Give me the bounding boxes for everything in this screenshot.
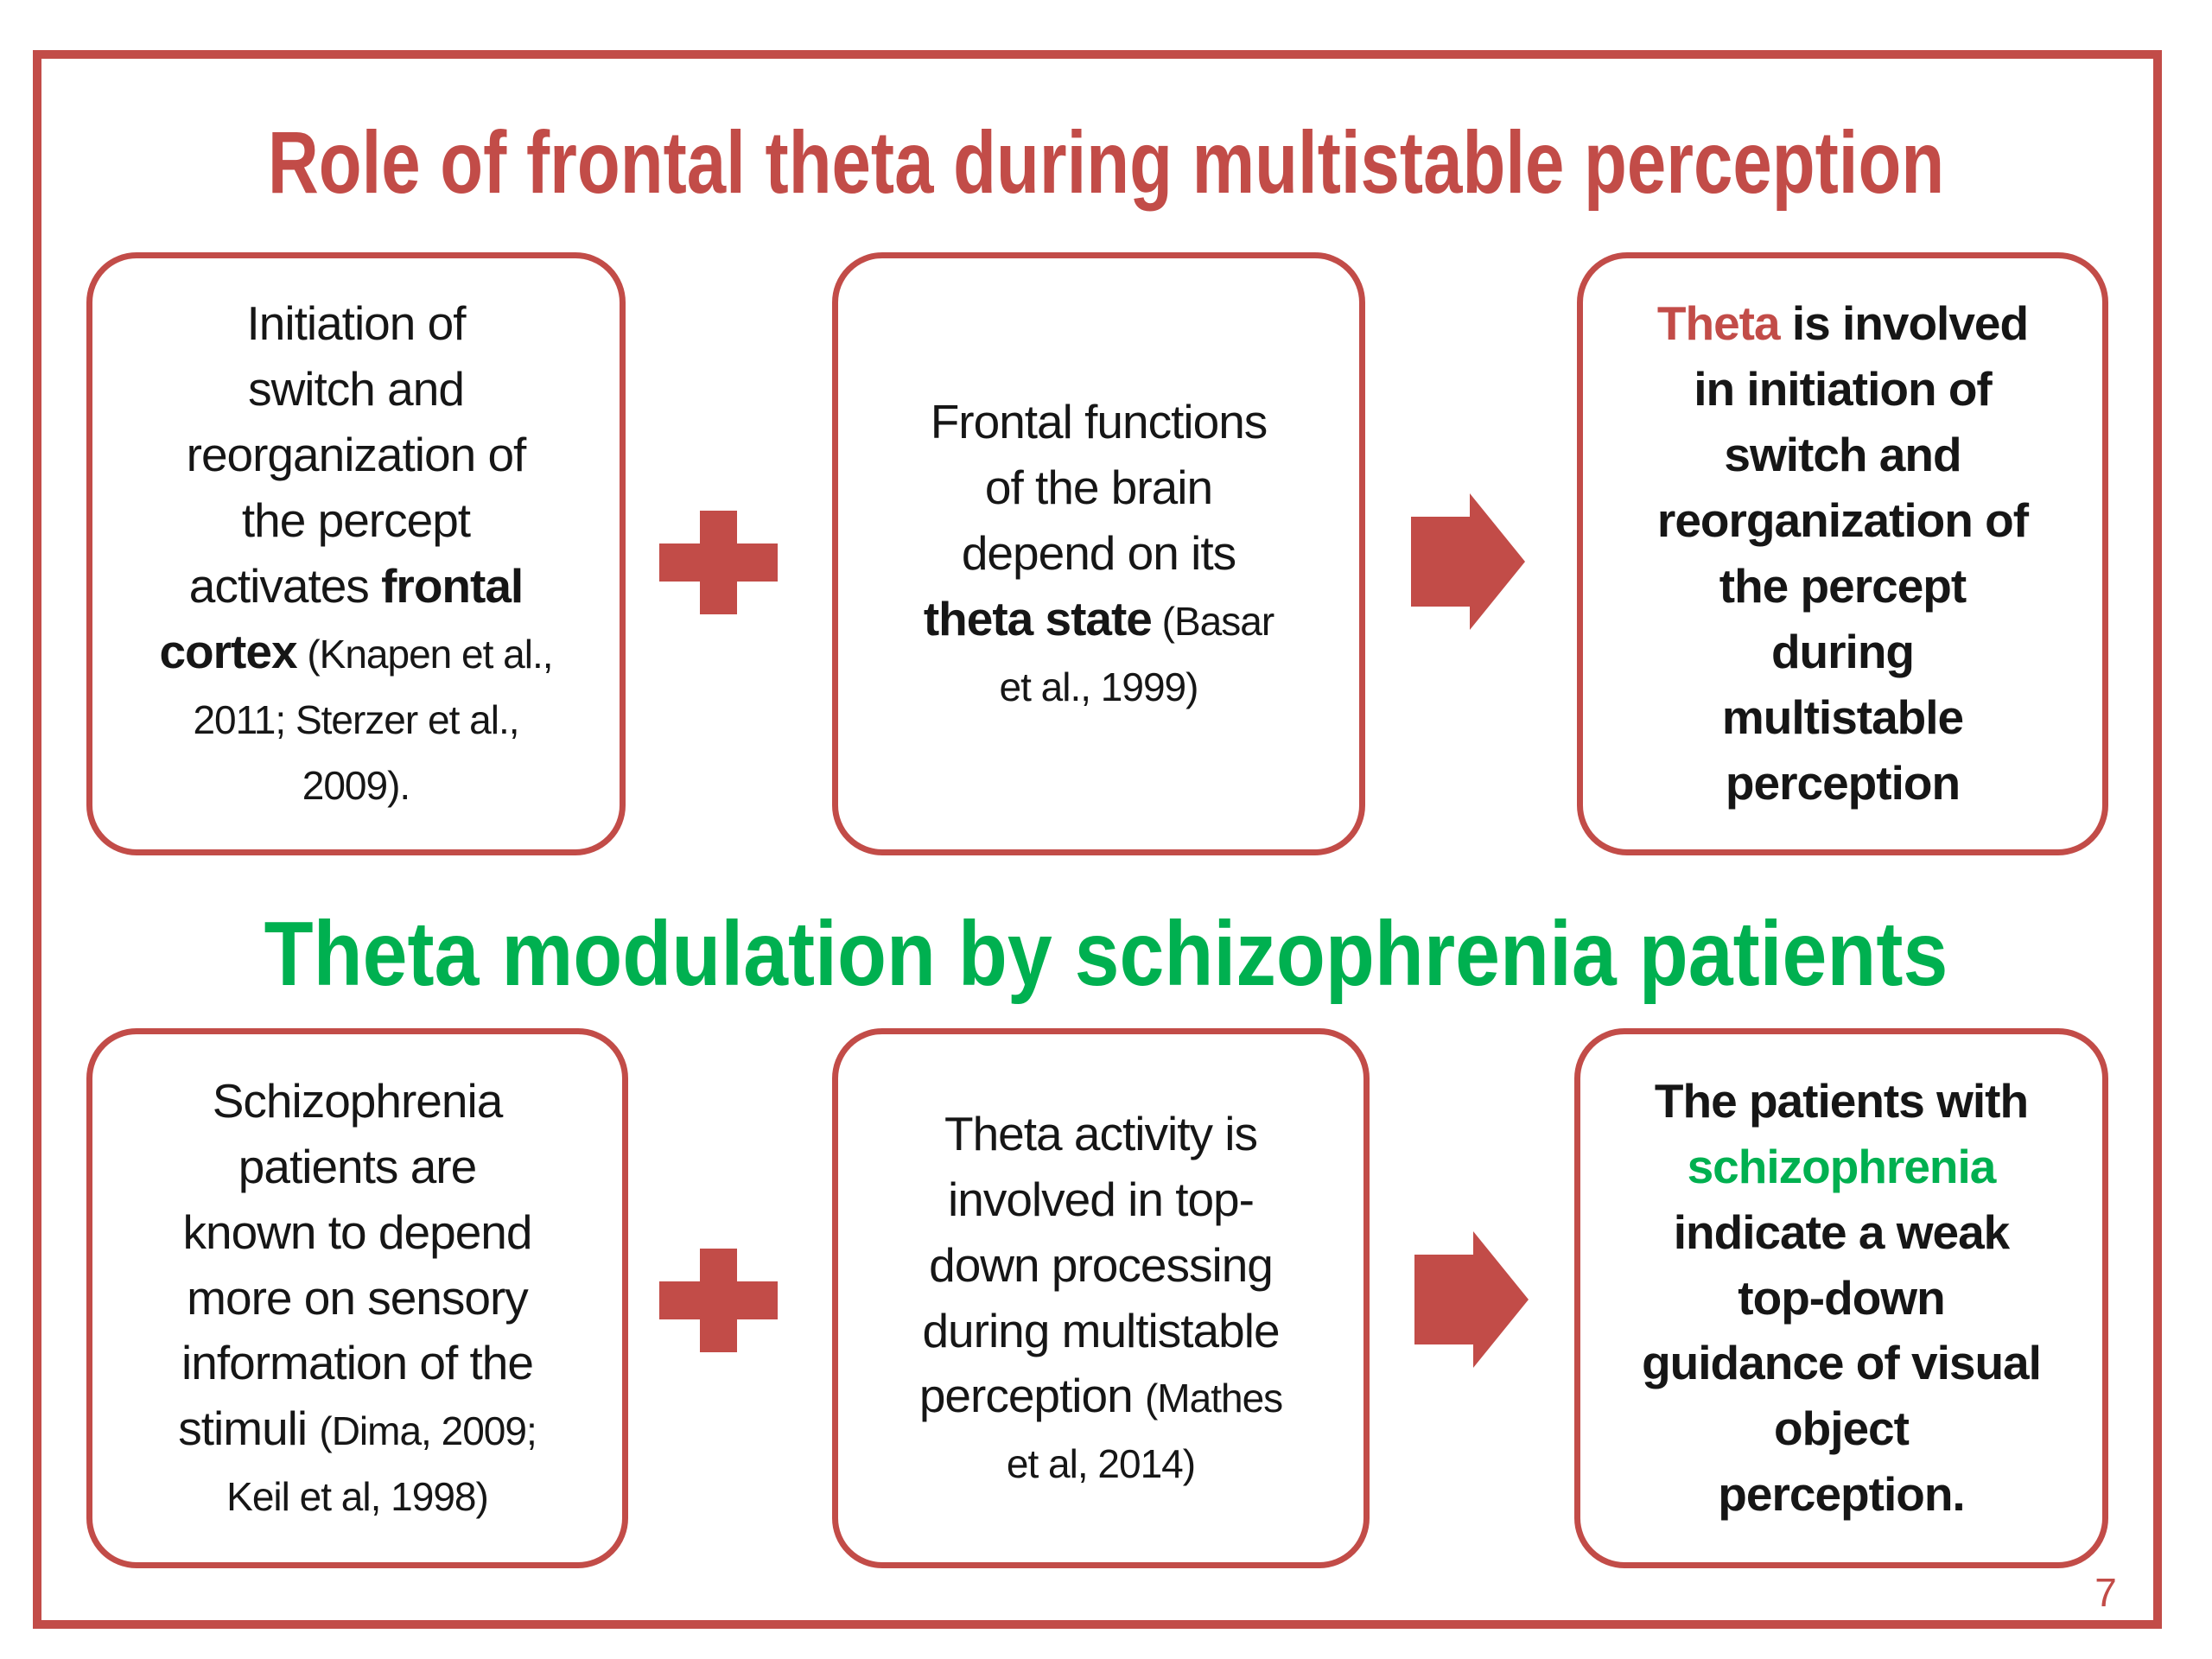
box-frontal-functions-theta-state: Frontal functions of the brain depend on…: [832, 252, 1365, 855]
box-initiation-frontal-cortex: Initiation of switch and reorganization …: [86, 252, 626, 855]
box-schizophrenia-conclusion-text: The patients with schizophrenia indicate…: [1642, 1073, 2042, 1522]
arrow-right-icon: [1414, 1231, 1529, 1368]
arrow-right-icon: [1411, 493, 1525, 630]
plus-icon: [659, 511, 778, 614]
box-schizophrenia-sensory-text: Schizophrenia patients are known to depe…: [178, 1073, 537, 1520]
box-theta-topdown-processing: Theta activity is involved in top- down …: [832, 1028, 1370, 1568]
box-schizophrenia-conclusion: The patients with schizophrenia indicate…: [1574, 1028, 2108, 1568]
slide-frame-border: [33, 50, 2162, 1629]
box-theta-conclusion: Theta is involved in initiation of switc…: [1577, 252, 2108, 855]
slide-title-red: Role of frontal theta during multistable…: [267, 113, 1945, 212]
box-schizophrenia-sensory: Schizophrenia patients are known to depe…: [86, 1028, 628, 1568]
slide-title-green: Theta modulation by schizophrenia patien…: [264, 903, 1948, 1005]
box-initiation-frontal-cortex-text: Initiation of switch and reorganization …: [159, 296, 553, 808]
box-theta-conclusion-text: Theta is involved in initiation of switc…: [1656, 296, 2029, 810]
plus-icon: [659, 1249, 778, 1352]
box-theta-topdown-processing-text: Theta activity is involved in top- down …: [918, 1106, 1283, 1487]
box-frontal-functions-theta-state-text: Frontal functions of the brain depend on…: [923, 395, 1274, 709]
page-number: 7: [2094, 1570, 2117, 1615]
